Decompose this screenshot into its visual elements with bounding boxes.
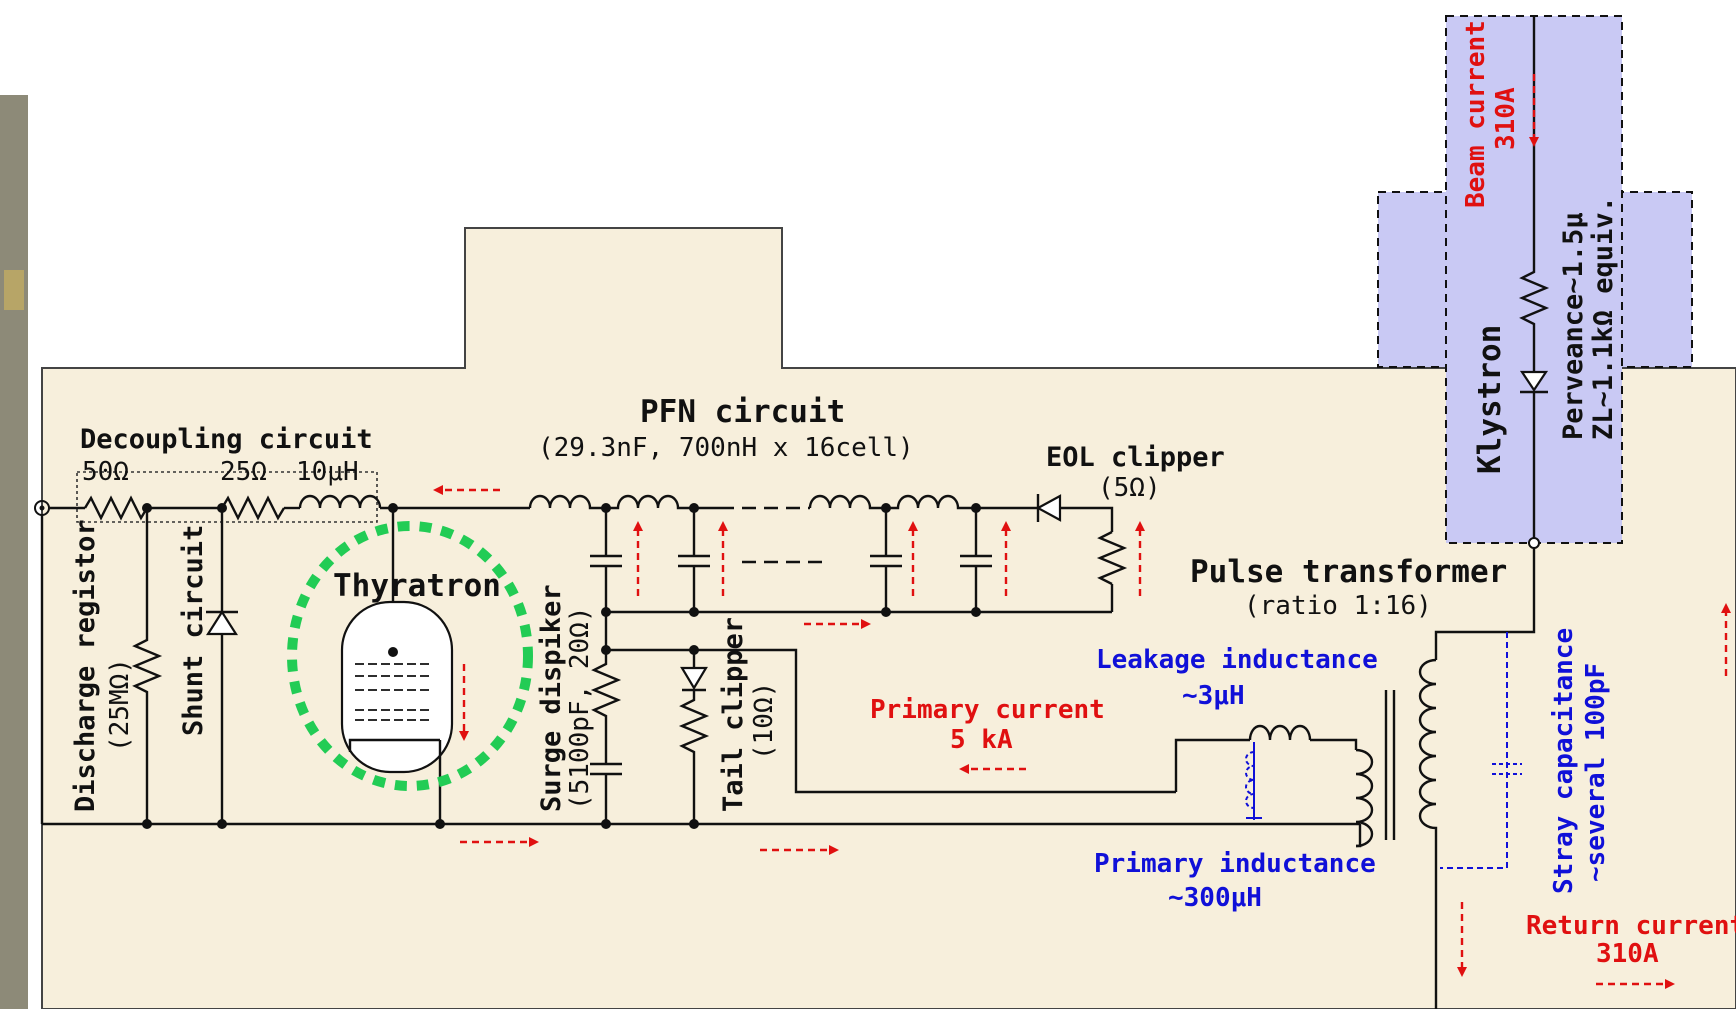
tail-value: (10Ω)	[749, 682, 779, 760]
klystron-internals	[1518, 16, 1550, 549]
eol-clipper	[1035, 494, 1128, 612]
surge-value: (5100pF, 20Ω)	[565, 607, 595, 811]
shunt-label: Shunt circuit	[178, 525, 209, 736]
thyratron-highlight	[287, 521, 533, 791]
pulse-transformer-label: Pulse transformer	[1190, 554, 1507, 590]
leakage-label: Leakage inductance	[1096, 645, 1378, 675]
eol-value: (5Ω)	[1098, 473, 1161, 503]
thyratron-label: Thyratron	[333, 568, 501, 604]
stray-value: ~several 100pF	[1581, 663, 1611, 882]
surge-dispiker	[590, 612, 1176, 824]
stray-label: Stray capacitance	[1549, 628, 1579, 894]
primary-inductance-label: Primary inductance	[1094, 849, 1376, 879]
pfn-title: PFN circuit	[640, 394, 845, 430]
l10-label: 10μH	[296, 457, 359, 487]
leakage-value: ~3μH	[1182, 681, 1245, 711]
shunt-circuit	[205, 503, 239, 824]
decoupling-label: Decoupling circuit	[80, 424, 373, 455]
tail-label: Tail clipper	[718, 617, 749, 812]
beam-current-value: 310A	[1491, 87, 1521, 150]
primary-current-value: 5 kA	[950, 725, 1013, 755]
primary-current-label: Primary current	[870, 695, 1105, 725]
photo-highlight	[4, 270, 24, 310]
pulse-ratio: (ratio 1:16)	[1244, 591, 1432, 621]
discharge-label: Discharge registor	[70, 519, 101, 812]
pfn-network	[528, 494, 1112, 617]
perveance-label: Perveance~1.5μ	[1558, 212, 1589, 440]
modulator-cabinet	[41, 227, 1736, 1010]
eol-label: EOL clipper	[1046, 442, 1225, 473]
decoupling-box	[76, 471, 378, 523]
current-arrows	[433, 74, 1731, 989]
return-current-label: Return current	[1526, 911, 1736, 941]
r25-label: 25Ω	[220, 457, 267, 487]
pulse-transformer	[1174, 548, 1536, 1009]
discharge-resistor	[131, 503, 163, 824]
surge-label: Surge dispiker	[536, 584, 567, 812]
primary-inductance-value: ~300μH	[1168, 883, 1262, 913]
thyratron-tube	[340, 503, 454, 824]
decoupling-network	[49, 494, 530, 521]
stray-capacitance	[1440, 632, 1522, 869]
r50-label: 50Ω	[82, 457, 129, 487]
return-current-value: 310A	[1596, 939, 1659, 969]
pfn-spec: (29.3nF, 700nH x 16cell)	[538, 433, 914, 463]
tail-clipper	[678, 645, 710, 824]
klystron-label: Klystron	[1472, 325, 1508, 474]
photo-strip	[0, 95, 28, 1009]
impedance-label: ZL~1.1kΩ equiv.	[1588, 196, 1619, 440]
discharge-value: (25MΩ)	[105, 658, 135, 752]
beam-current-label: Beam current	[1461, 20, 1491, 208]
